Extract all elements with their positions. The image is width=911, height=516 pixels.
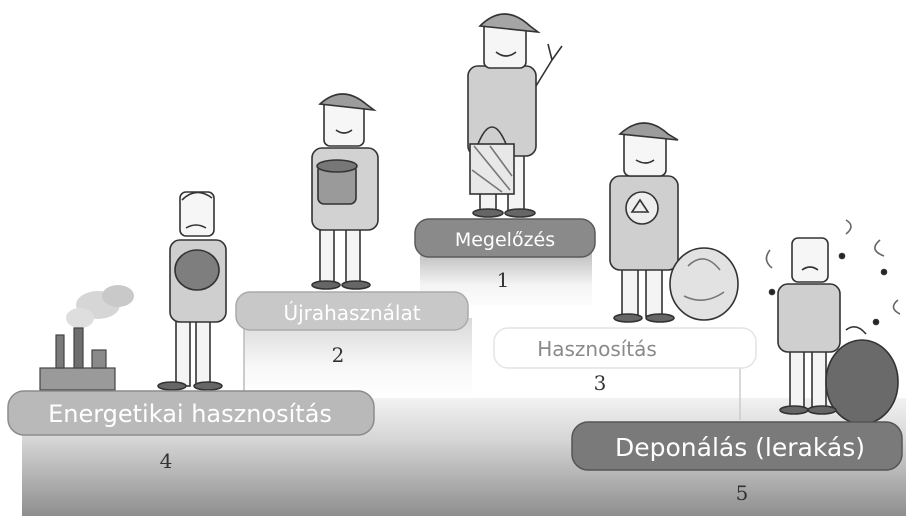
- step-label-1: Megelőzés: [414, 218, 596, 258]
- person-reuse-figure: [311, 93, 379, 290]
- rank-number-5: 5: [736, 481, 749, 505]
- step-label-4-text: Energetikai hasznosítás: [48, 400, 332, 428]
- person-prevention-figure: [467, 13, 563, 218]
- person-recovery-figure: [609, 122, 739, 323]
- podium-step-2: [244, 318, 472, 398]
- step-label-1-text: Megelőzés: [455, 229, 555, 251]
- person-landfill-figure: [765, 219, 901, 425]
- step-label-4: Energetikai hasznosítás: [7, 390, 375, 436]
- rank-number-4: 4: [160, 449, 173, 473]
- rank-number-1: 1: [497, 268, 510, 292]
- step-label-2: Újrahasználat: [235, 291, 469, 331]
- rank-number-2: 2: [332, 343, 345, 367]
- step-label-5-text: Deponálás (lerakás): [615, 433, 865, 462]
- rank-number-3: 3: [594, 371, 607, 395]
- step-label-2-text: Újrahasználat: [283, 301, 420, 325]
- factory-icon: [39, 285, 134, 391]
- recycling-icon: [625, 191, 659, 225]
- step-label-5: Deponálás (lerakás): [571, 421, 903, 471]
- person-energy-recovery-figure: [157, 191, 227, 391]
- step-label-3-text: Hasznosítás: [537, 337, 657, 361]
- step-label-3: Hasznosítás: [493, 327, 757, 369]
